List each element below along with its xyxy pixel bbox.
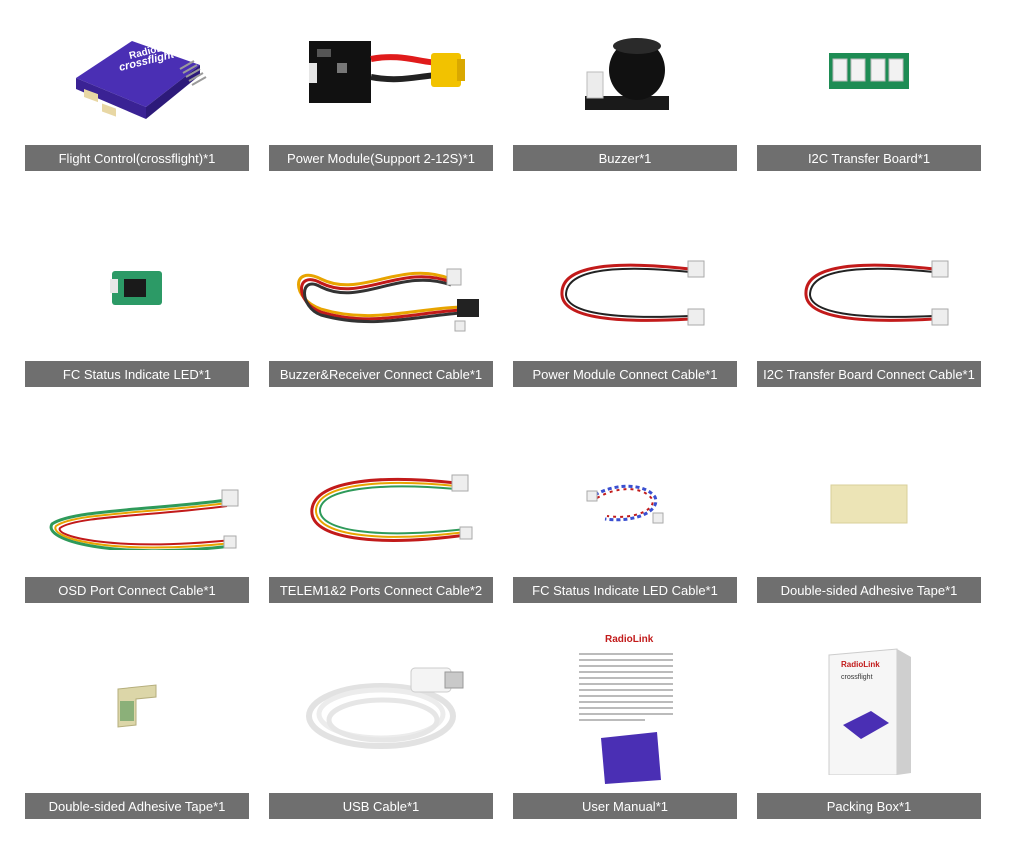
item-label: I2C Transfer Board*1 — [757, 145, 981, 171]
manual-logo: RadioLink — [605, 634, 654, 645]
item-label: USB Cable*1 — [269, 793, 493, 819]
item-user-manual: RadioLink User Manual*1 — [513, 617, 737, 819]
item-osd-cable: OSD Port Connect Cable*1 — [25, 432, 249, 632]
item-label: FC Status Indicate LED Cable*1 — [513, 577, 737, 603]
item-buzzer-receiver-cable: Buzzer&Receiver Connect Cable*1 — [269, 216, 493, 416]
led-cable-icon — [586, 484, 664, 523]
item-label: Power Module(Support 2-12S)*1 — [269, 145, 493, 171]
item-buzzer: Buzzer*1 — [513, 0, 737, 200]
item-label: User Manual*1 — [513, 793, 737, 819]
power-module-icon — [309, 40, 465, 103]
item-label: Double-sided Adhesive Tape*1 — [757, 577, 981, 603]
buzzer-icon — [585, 37, 669, 110]
item-adhesive-tape: Double-sided Adhesive Tape*1 — [757, 432, 981, 632]
item-label: OSD Port Connect Cable*1 — [25, 577, 249, 603]
adhesive-pad-icon — [117, 684, 157, 728]
item-telem-cable: TELEM1&2 Ports Connect Cable*2 — [269, 432, 493, 632]
item-label: FC Status Indicate LED*1 — [25, 361, 249, 387]
item-led-cable: FC Status Indicate LED Cable*1 — [513, 432, 737, 632]
item-fc-led: FC Status Indicate LED*1 — [25, 216, 249, 416]
item-label: Flight Control(crossflight)*1 — [25, 145, 249, 171]
power-cable-icon — [560, 260, 705, 325]
i2c-cable-icon — [804, 260, 949, 325]
twisted-cable-icon — [297, 268, 479, 331]
item-power-module-cable: Power Module Connect Cable*1 — [513, 216, 737, 416]
osd-cable-icon — [49, 489, 239, 550]
i2c-board-icon — [829, 52, 909, 89]
packing-box-icon: RadioLink crossflight — [828, 648, 911, 775]
item-i2c-board: I2C Transfer Board*1 — [757, 0, 981, 200]
item-label: TELEM1&2 Ports Connect Cable*2 — [269, 577, 493, 603]
item-power-module: Power Module(Support 2-12S)*1 — [269, 0, 493, 200]
item-flight-control: RadioLink crossflight Flight Control(cro… — [25, 0, 249, 200]
item-label: I2C Transfer Board Connect Cable*1 — [757, 361, 981, 387]
flight-controller-icon: RadioLink crossflight — [76, 39, 207, 119]
item-label: Buzzer*1 — [513, 145, 737, 171]
telem-cable-icon — [310, 474, 473, 542]
item-i2c-cable: I2C Transfer Board Connect Cable*1 — [757, 216, 981, 416]
led-module-icon — [110, 270, 162, 305]
usb-cable-icon — [306, 667, 464, 749]
box-logo: RadioLink — [841, 660, 880, 669]
item-usb-cable: USB Cable*1 — [269, 617, 493, 819]
user-manual-icon: RadioLink — [579, 634, 673, 784]
item-label: Buzzer&Receiver Connect Cable*1 — [269, 361, 493, 387]
item-label: Packing Box*1 — [757, 793, 981, 819]
item-adhesive-pad: Double-sided Adhesive Tape*1 — [25, 617, 249, 819]
adhesive-tape-icon — [830, 484, 908, 523]
item-label: Double-sided Adhesive Tape*1 — [25, 793, 249, 819]
item-packing-box: RadioLink crossflight Packing Box*1 — [757, 617, 981, 819]
item-label: Power Module Connect Cable*1 — [513, 361, 737, 387]
box-text: crossflight — [841, 674, 873, 681]
